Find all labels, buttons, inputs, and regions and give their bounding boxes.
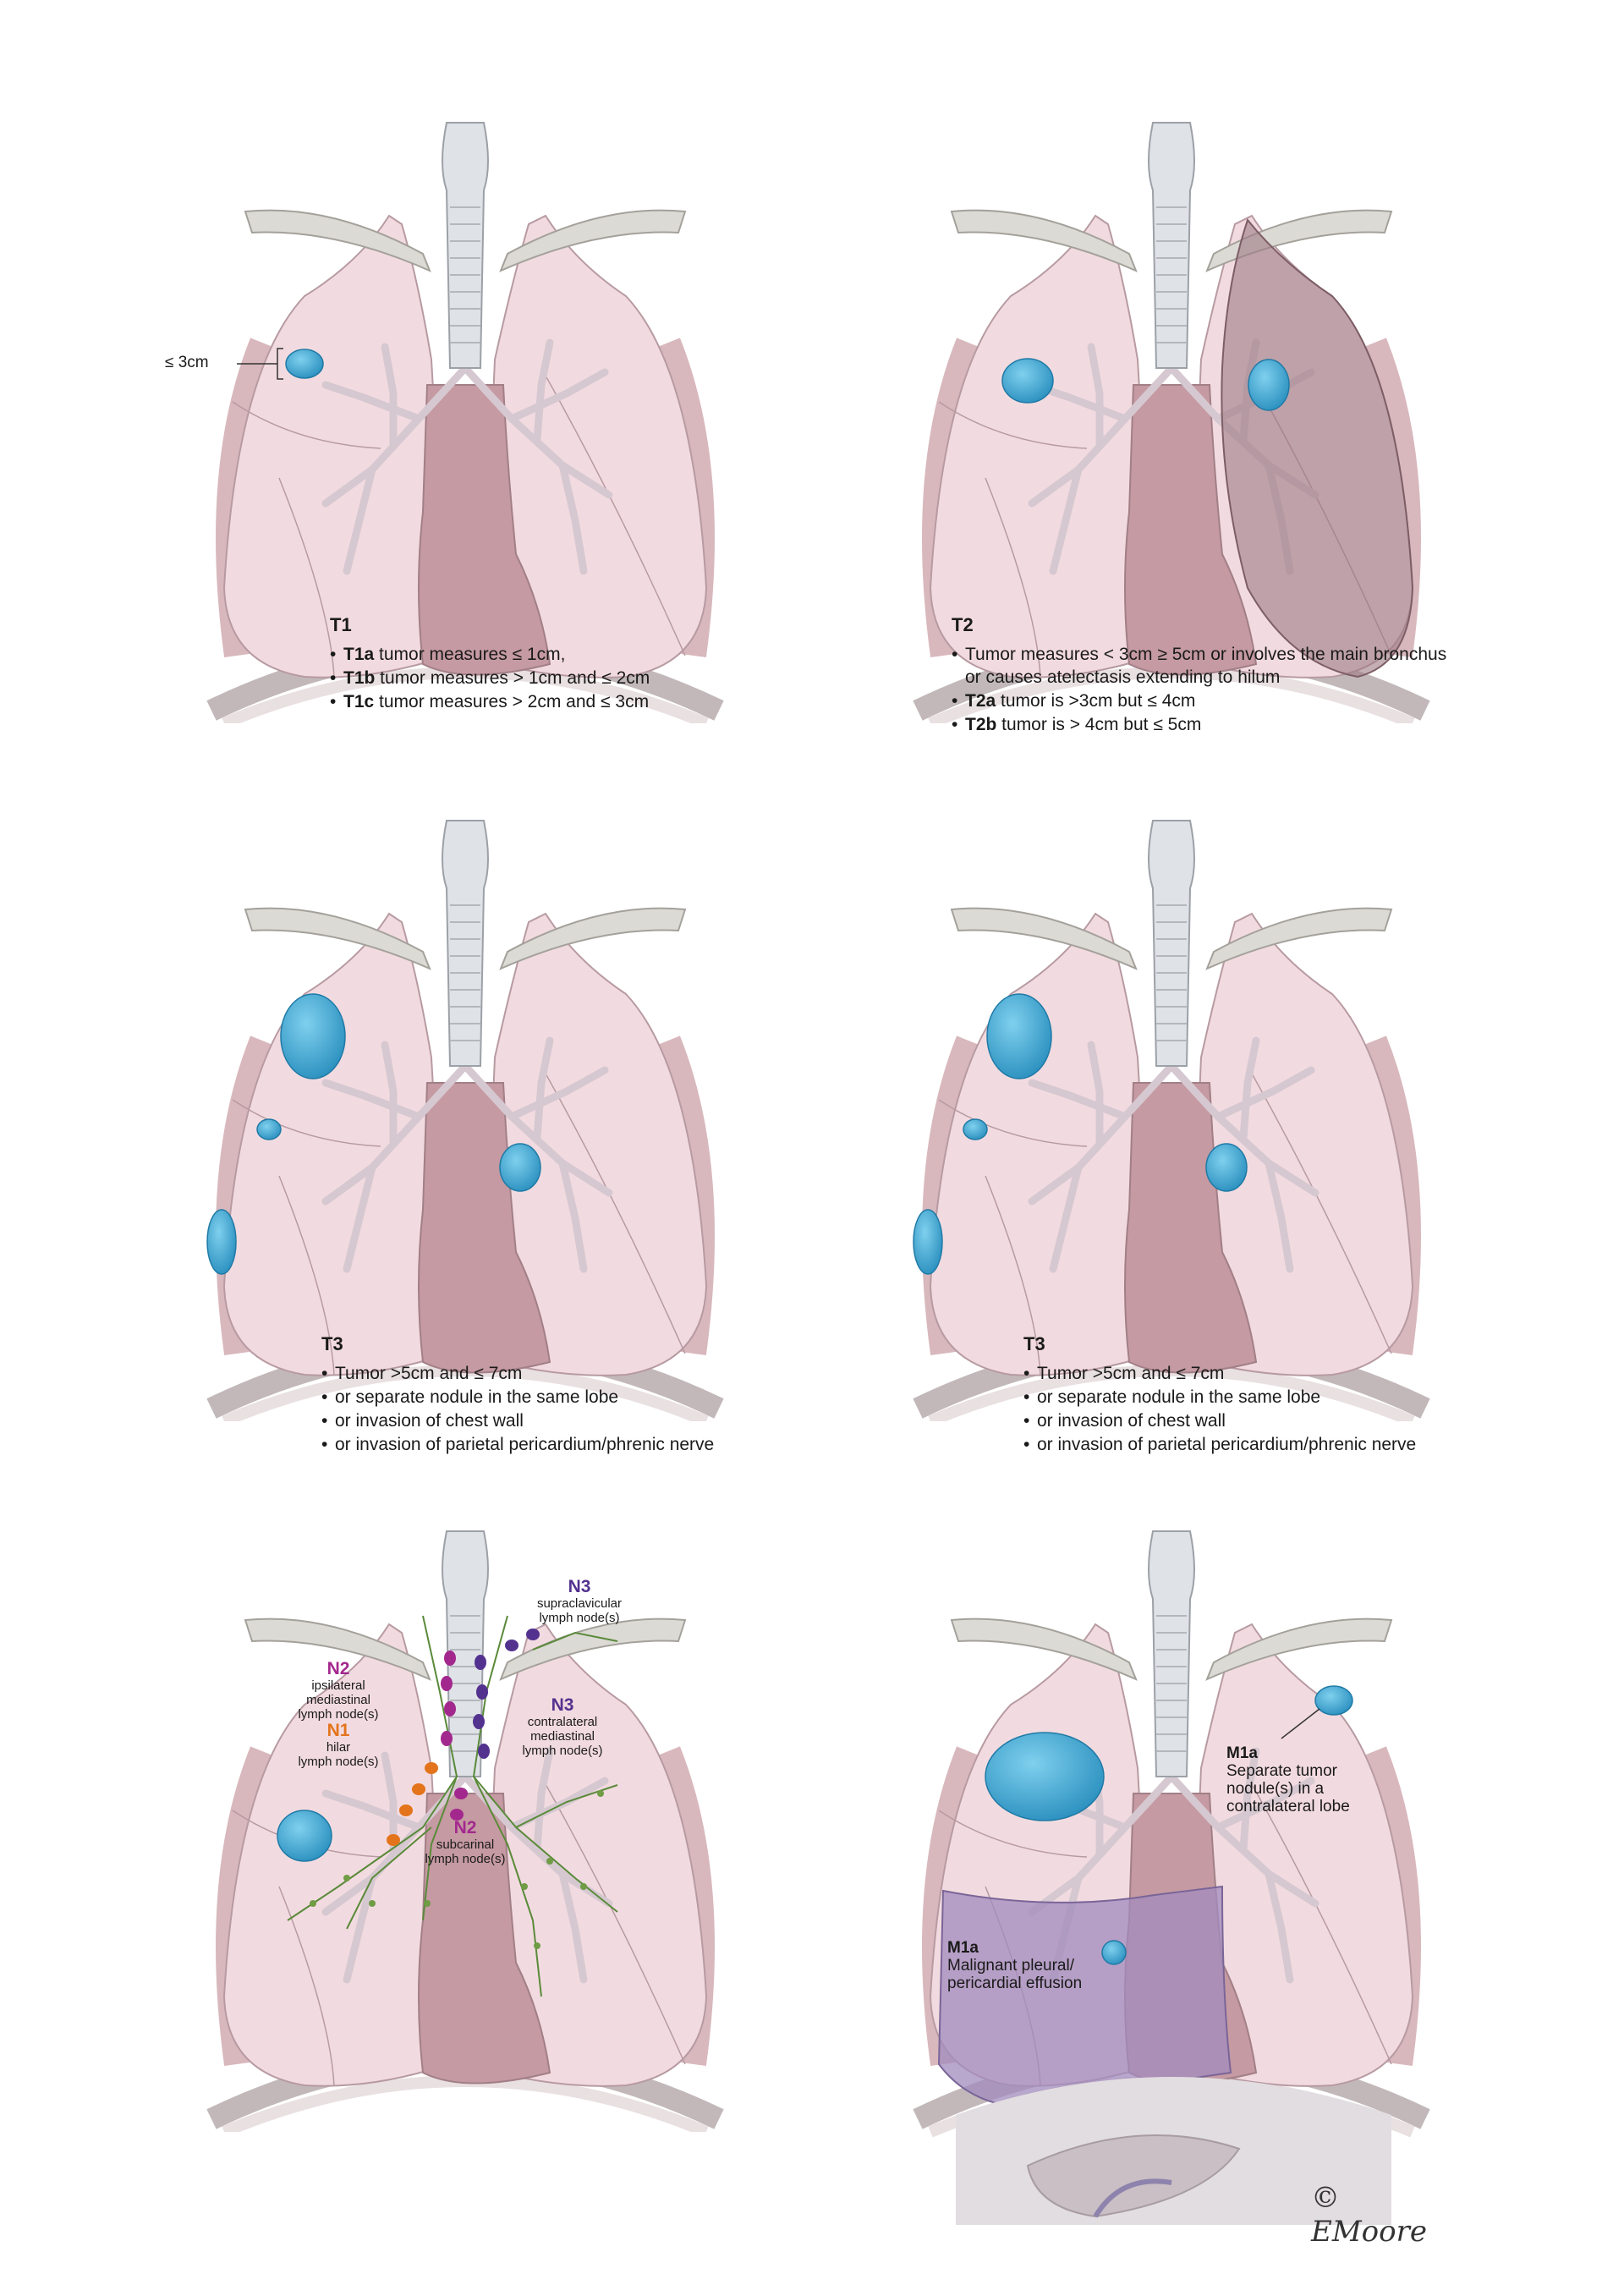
t1-item-a: T1a tumor measures ≤ 1cm,	[330, 643, 770, 666]
t3-left-item-2: or separate nodule in the same lobe	[321, 1386, 795, 1409]
t3-right-title: T3	[1023, 1333, 1045, 1354]
t3-right-item-1: Tumor >5cm and ≤ 7cm	[1023, 1362, 1497, 1385]
panel-t3-left	[178, 812, 753, 1421]
n1-hilar-label: N1 hilar lymph node(s)	[298, 1721, 379, 1770]
t2-item-b: T2b tumor is > 4cm but ≤ 5cm	[952, 713, 1459, 736]
t1-measure-bracket	[237, 348, 283, 380]
m-anatomy	[884, 1523, 1459, 2225]
t3-right-tumor-large	[986, 993, 1052, 1079]
m-contralateral-nodule	[1314, 1685, 1353, 1716]
t1-title: T1	[330, 614, 352, 635]
panel-m: M1a Separate tumor nodule(s) in a contra…	[884, 1523, 1459, 2249]
n2-mediastinal-nodes	[441, 1651, 468, 1821]
m-effusion-nodule	[1101, 1940, 1127, 1965]
panel-t1: ≤ 3cm	[165, 114, 753, 723]
t2-caption: T2 Tumor measures < 3cm ≥ 5cm or involve…	[952, 613, 1459, 737]
t2-tumor-left	[1248, 359, 1290, 411]
m-effusion	[937, 1885, 1232, 2109]
t1-item-c: T1c tumor measures > 2cm and ≤ 3cm	[330, 690, 770, 713]
m-separate-label: M1a Separate tumor nodule(s) in a contra…	[1226, 1744, 1350, 1815]
t3-right-anatomy	[884, 812, 1459, 1421]
t2-anatomy	[884, 114, 1459, 723]
t3-right-tumor-wall	[913, 1209, 943, 1275]
t3-left-item-1: Tumor >5cm and ≤ 7cm	[321, 1362, 795, 1385]
n-small-nodes	[310, 1790, 604, 1949]
t3-left-tumor-nodule	[256, 1118, 282, 1140]
t1-measure-label: ≤ 3cm	[165, 354, 209, 371]
t3-right-item-2: or separate nodule in the same lobe	[1023, 1386, 1497, 1409]
n1-hilar-nodes	[387, 1762, 438, 1846]
t2-item-1: Tumor measures < 3cm ≥ 5cm or involves t…	[952, 643, 1459, 689]
n-primary-tumor	[277, 1810, 332, 1862]
panel-n: N3 supraclavicular lymph node(s) N2 ipsi…	[178, 1523, 753, 2132]
n2-subcarinal-label: N2 subcarinal lymph node(s)	[425, 1818, 506, 1867]
t2-item-a: T2a tumor is >3cm but ≤ 4cm	[952, 689, 1459, 712]
t3-left-item-4: or invasion of parietal pericardium/phre…	[321, 1433, 795, 1456]
n2-ipsilateral-label: N2 ipsilateral mediastinal lymph node(s)	[298, 1659, 379, 1722]
n-anatomy	[178, 1523, 753, 2132]
t3-left-caption: T3 Tumor >5cm and ≤ 7cm or separate nodu…	[321, 1332, 795, 1457]
t1-caption: T1 T1a tumor measures ≤ 1cm, T1b tumor m…	[330, 613, 770, 714]
n-lymph-vessels	[287, 1615, 618, 1997]
m-liver	[1026, 2134, 1241, 2218]
t3-right-item-3: or invasion of chest wall	[1023, 1409, 1497, 1432]
m-vessel	[1093, 2178, 1172, 2218]
panel-t3-right	[884, 812, 1459, 1421]
t3-left-title: T3	[321, 1333, 343, 1354]
t3-right-tumor-nodule	[963, 1118, 988, 1140]
t3-left-tumor-pericardium	[499, 1143, 541, 1192]
t1-tumor	[285, 349, 324, 379]
m-nodule-leader	[1281, 1708, 1320, 1739]
t3-right-caption: T3 Tumor >5cm and ≤ 7cm or separate nodu…	[1023, 1332, 1497, 1457]
t2-title: T2	[952, 614, 974, 635]
t3-left-anatomy	[178, 812, 753, 1421]
t3-left-tumor-large	[280, 993, 346, 1079]
t3-left-item-3: or invasion of chest wall	[321, 1409, 795, 1432]
artist-signature: © EMoore	[1311, 2181, 1427, 2249]
t3-right-tumor-pericardium	[1205, 1143, 1248, 1192]
n3-contralateral-label: N3 contralateral mediastinal lymph node(…	[522, 1695, 603, 1759]
panel-t2	[884, 114, 1459, 723]
n3-nodes	[473, 1629, 540, 1759]
t3-right-item-4: or invasion of parietal pericardium/phre…	[1023, 1433, 1497, 1456]
n3-supraclavicular-label: N3 supraclavicular lymph node(s)	[536, 1577, 623, 1626]
t1-item-b: T1b tumor measures > 1cm and ≤ 2cm	[330, 667, 770, 689]
t1-anatomy	[178, 114, 753, 723]
m-primary-tumor	[985, 1732, 1105, 1821]
m-effusion-label: M1a Malignant pleural/ pericardial effus…	[947, 1939, 1083, 1992]
t2-tumor-right	[1001, 358, 1054, 404]
t3-left-tumor-wall	[206, 1209, 237, 1275]
